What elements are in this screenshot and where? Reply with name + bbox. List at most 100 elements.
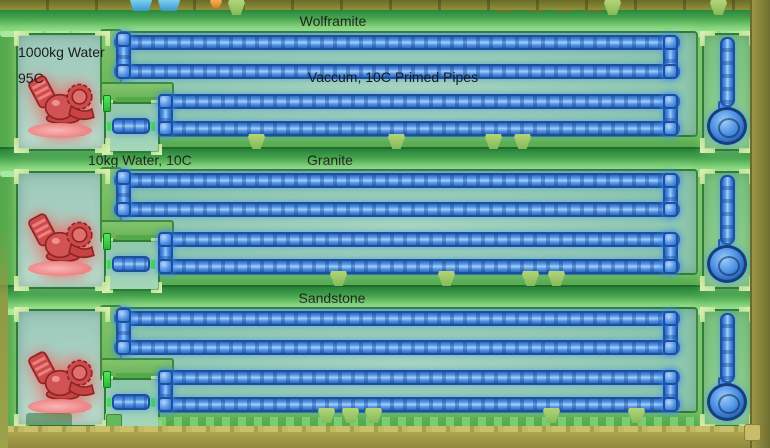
tile-tooth <box>342 408 359 423</box>
pipe-joint[interactable] <box>663 397 678 412</box>
liquid-pipe-row1[interactable] <box>114 311 680 326</box>
liquid-pipe-row3[interactable] <box>158 94 680 109</box>
pipe-joint[interactable] <box>116 32 131 47</box>
pipe-joint[interactable] <box>158 121 173 136</box>
tile-tooth <box>514 134 531 149</box>
tile-bracket-icon <box>700 138 715 153</box>
pump-chamber[interactable] <box>14 169 111 289</box>
liquid-vent[interactable] <box>707 383 747 421</box>
pipe-joint[interactable] <box>158 370 173 385</box>
pipe-joint[interactable] <box>158 94 173 109</box>
bridge-box[interactable] <box>102 238 162 293</box>
right-border-tiles <box>750 0 770 448</box>
pipe-joint[interactable] <box>663 35 678 50</box>
tile-tooth <box>438 271 455 286</box>
pipe-joint[interactable] <box>116 202 131 217</box>
pipe-joint[interactable] <box>158 232 173 247</box>
pipe-joint[interactable] <box>116 340 131 355</box>
band-label-wolframite: Wolframite <box>299 13 367 29</box>
vent-shaft[interactable] <box>700 169 752 289</box>
tile-tooth <box>710 0 727 15</box>
liquid-pipe-row3[interactable] <box>158 370 680 385</box>
pipe-joint[interactable] <box>663 64 678 79</box>
pipe-joint[interactable] <box>663 340 678 355</box>
liquid-pipe-row4[interactable] <box>158 121 680 136</box>
section-sandstone <box>0 305 770 447</box>
vent-ring-icon <box>718 256 740 276</box>
pipe-joint[interactable] <box>116 308 131 323</box>
building-top-blue <box>158 0 180 11</box>
floor-shadow <box>26 413 72 429</box>
pipe-joint[interactable] <box>116 64 131 79</box>
liquid-pipe-row1[interactable] <box>114 173 680 188</box>
vent-supply-pipe[interactable] <box>720 37 735 107</box>
tile-tooth <box>522 271 539 286</box>
bridge-box[interactable] <box>102 100 162 155</box>
pipe-joint[interactable] <box>663 173 678 188</box>
left-border-tiles <box>0 225 8 448</box>
liquid-bridge[interactable] <box>107 118 155 134</box>
pipe-joint[interactable] <box>663 202 678 217</box>
liquid-bridge[interactable] <box>107 394 155 410</box>
floor-bumps <box>150 417 700 426</box>
building-top-blue <box>130 0 152 11</box>
liquid-pipe-row2[interactable] <box>114 340 680 355</box>
tile-tooth <box>228 0 245 15</box>
liquid-vent[interactable] <box>707 245 747 283</box>
pump-chamber[interactable] <box>14 31 111 151</box>
tile-bracket-icon <box>151 282 162 293</box>
tile-bracket-icon <box>700 307 715 322</box>
pump-chamber[interactable] <box>14 307 111 427</box>
tile-tooth <box>543 408 560 423</box>
tile-bracket-icon <box>700 31 715 46</box>
liquid-pump[interactable] <box>26 213 100 275</box>
liquid-pipe-row2[interactable] <box>114 202 680 217</box>
tile-tooth <box>330 271 347 286</box>
liquid-pipe-row3[interactable] <box>158 232 680 247</box>
liquid-pipe-row4[interactable] <box>158 397 680 412</box>
section-wolframite: 1000kg Water 95C Vaccum, 10C Primed Pipe… <box>0 29 770 171</box>
tile-tooth <box>604 0 621 15</box>
tile-tooth <box>318 408 335 423</box>
liquid-pipe-row1[interactable] <box>114 35 680 50</box>
vent-shaft[interactable] <box>700 307 752 427</box>
vent-shaft[interactable] <box>700 31 752 153</box>
band-label-granite: Granite <box>307 152 353 168</box>
liquid-pipe-row2[interactable] <box>114 64 680 79</box>
tile-tooth <box>628 408 645 423</box>
tile-tooth <box>485 134 502 149</box>
pipe-joint[interactable] <box>663 232 678 247</box>
liquid-vent[interactable] <box>707 107 747 145</box>
tile-bracket-icon <box>151 144 162 155</box>
liquid-puddle <box>28 399 92 414</box>
pipe-joint[interactable] <box>158 259 173 274</box>
tile-tooth <box>548 271 565 286</box>
liquid-pipe-row4[interactable] <box>158 259 680 274</box>
pipe-joint[interactable] <box>663 94 678 109</box>
section-granite <box>0 167 770 309</box>
pipe-joint[interactable] <box>663 259 678 274</box>
top-border-tiles <box>0 0 770 10</box>
pipe-joint[interactable] <box>116 170 131 185</box>
liquid-pump[interactable] <box>26 75 100 137</box>
vent-supply-pipe[interactable] <box>720 175 735 245</box>
pump-output-port-icon <box>103 233 111 250</box>
corner-tile-notch <box>744 424 761 441</box>
liquid-puddle <box>28 261 92 276</box>
pipe-joint[interactable] <box>158 397 173 412</box>
tile-bracket-icon <box>700 169 715 184</box>
pump-output-port-icon <box>103 95 111 112</box>
pipe-joint[interactable] <box>663 370 678 385</box>
tile-bracket-icon <box>14 169 29 184</box>
tile-tooth <box>365 408 382 423</box>
liquid-puddle <box>28 123 92 138</box>
vent-supply-pipe[interactable] <box>720 313 735 383</box>
pipe-joint[interactable] <box>663 311 678 326</box>
building-top-orange <box>210 0 222 8</box>
liquid-bridge[interactable] <box>107 256 155 272</box>
tile-tooth <box>388 134 405 149</box>
chamber1-contents-line2: 95C <box>18 70 44 86</box>
pipe-joint[interactable] <box>663 121 678 136</box>
vent-ring-icon <box>718 118 740 138</box>
